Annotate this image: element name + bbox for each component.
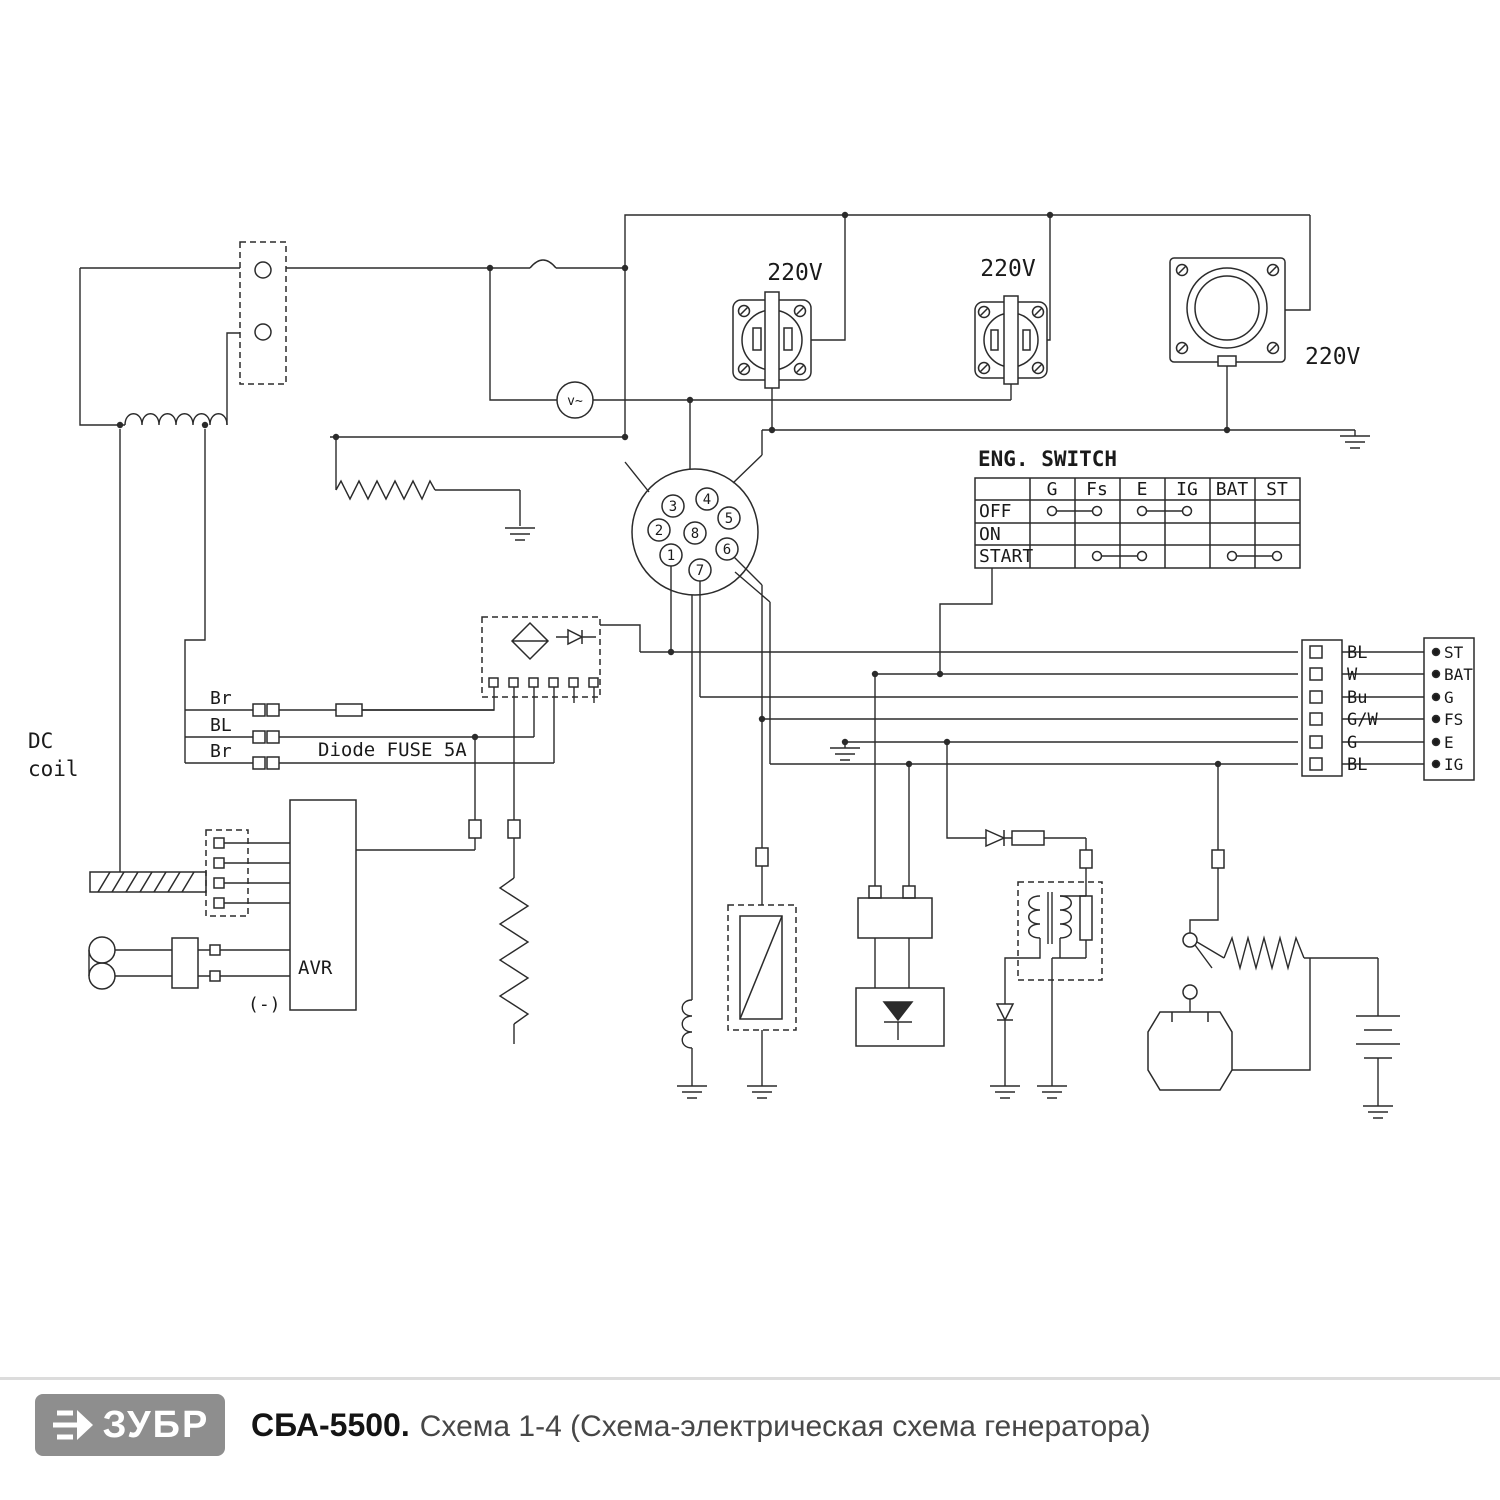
eng-switch-col-g: G xyxy=(1047,479,1058,500)
harness-color-1: BL xyxy=(1347,643,1367,663)
diagram-title: СБА-5500. Схема 1-4 (Схема-электрическая … xyxy=(251,1407,1151,1444)
socket-220v-3 xyxy=(1169,257,1286,367)
eng-switch-col-fs: Fs xyxy=(1086,479,1108,500)
model-number: СБА-5500. xyxy=(251,1406,410,1443)
pin-8: 8 xyxy=(691,526,699,542)
outlet1-voltage: 220V xyxy=(767,260,823,286)
multi-pin-connector xyxy=(631,468,759,596)
harness-color-6: BL xyxy=(1347,755,1367,775)
ignition-unit xyxy=(727,847,797,1031)
avr-unit xyxy=(88,799,521,1011)
pin-3: 3 xyxy=(669,499,677,515)
terminal-fs: FS xyxy=(1444,710,1463,729)
voltmeter-label: v~ xyxy=(567,394,583,409)
screw-icon xyxy=(977,361,991,375)
junction-dots xyxy=(116,211,1231,768)
zubr-logo: ЗУБР xyxy=(35,1394,225,1456)
output-terminal-block xyxy=(239,241,287,385)
wire-br-1: Br xyxy=(210,688,232,709)
engine-terminal-block xyxy=(1423,637,1475,781)
screw-icon xyxy=(1266,263,1280,277)
pin-6: 6 xyxy=(723,542,731,558)
screw-icon xyxy=(737,362,751,376)
eng-switch-col-e: E xyxy=(1137,479,1148,500)
outlet2-voltage: 220V xyxy=(980,256,1036,282)
screw-icon xyxy=(1031,361,1045,375)
terminal-bat: BAT xyxy=(1444,665,1473,684)
harness-color-2: W xyxy=(1347,665,1358,685)
pin-7: 7 xyxy=(696,563,704,579)
harness-color-5: G xyxy=(1347,733,1357,753)
screw-icon xyxy=(1175,341,1189,355)
labels: v~ 220V 220V 220V ENG. SWITCH G Fs E IG … xyxy=(28,256,1473,1015)
eng-switch-col-bat: BAT xyxy=(1216,479,1249,500)
avr-label: AVR xyxy=(298,957,333,979)
eng-switch-row-off: OFF xyxy=(979,501,1012,522)
wiring-lines xyxy=(79,214,1424,1119)
terminal-e: E xyxy=(1444,733,1454,752)
minus-label: (-) xyxy=(248,994,281,1015)
rectifier-block xyxy=(481,616,601,698)
screw-icon xyxy=(1266,341,1280,355)
eng-switch-row-start: START xyxy=(979,546,1033,567)
diode-fuse-and-plugs xyxy=(252,703,363,770)
terminal-ig: IG xyxy=(1444,755,1463,774)
dc-coil-label-1: DC xyxy=(28,729,53,753)
zubr-logo-icon xyxy=(52,1410,93,1440)
eng-switch-row-on: ON xyxy=(979,524,1001,545)
screw-icon xyxy=(1031,305,1045,319)
eng-switch-col-st: ST xyxy=(1266,479,1288,500)
screw-icon xyxy=(977,305,991,319)
wire-bl: BL xyxy=(210,715,232,736)
pin-1: 1 xyxy=(667,548,675,564)
harness-connector xyxy=(1301,639,1343,777)
eng-switch-title: ENG. SWITCH xyxy=(978,447,1117,471)
screw-icon xyxy=(793,304,807,318)
harness-color-3: Bu xyxy=(1347,688,1367,708)
charge-diode-and-transformer xyxy=(985,828,1103,1022)
eng-switch-table xyxy=(974,477,1301,569)
dc-coil-label-2: coil xyxy=(28,757,79,781)
wire-br-2: Br xyxy=(210,741,232,762)
screw-icon xyxy=(1175,263,1189,277)
pin-5: 5 xyxy=(725,511,733,527)
pin-2: 2 xyxy=(655,523,663,539)
socket-220v-2 xyxy=(974,295,1048,385)
pin-4: 4 xyxy=(703,492,711,508)
footer: ЗУБР СБА-5500. Схема 1-4 (Схема-электриче… xyxy=(35,1393,1151,1457)
relay-and-scr xyxy=(855,885,945,1047)
brand-name: ЗУБР xyxy=(102,1403,210,1446)
harness-color-4: G/W xyxy=(1347,710,1378,730)
eng-switch-col-ig: IG xyxy=(1176,479,1198,500)
outlet3-voltage: 220V xyxy=(1305,344,1361,370)
footer-divider xyxy=(0,1377,1500,1380)
generator-wiring-diagram: v~ 220V 220V 220V ENG. SWITCH G Fs E IG … xyxy=(28,211,1475,1119)
voltmeter xyxy=(556,381,594,419)
screw-icon xyxy=(737,304,751,318)
diagram-subtitle: Схема 1-4 (Схема-электрическая схема ген… xyxy=(419,1409,1151,1443)
terminal-st: ST xyxy=(1444,643,1464,662)
terminal-g: G xyxy=(1444,688,1454,707)
screw-icon xyxy=(793,362,807,376)
diode-fuse-label: Diode FUSE 5A xyxy=(318,739,467,761)
socket-220v-1 xyxy=(732,291,812,389)
starter-motor-and-battery xyxy=(1147,849,1233,1091)
